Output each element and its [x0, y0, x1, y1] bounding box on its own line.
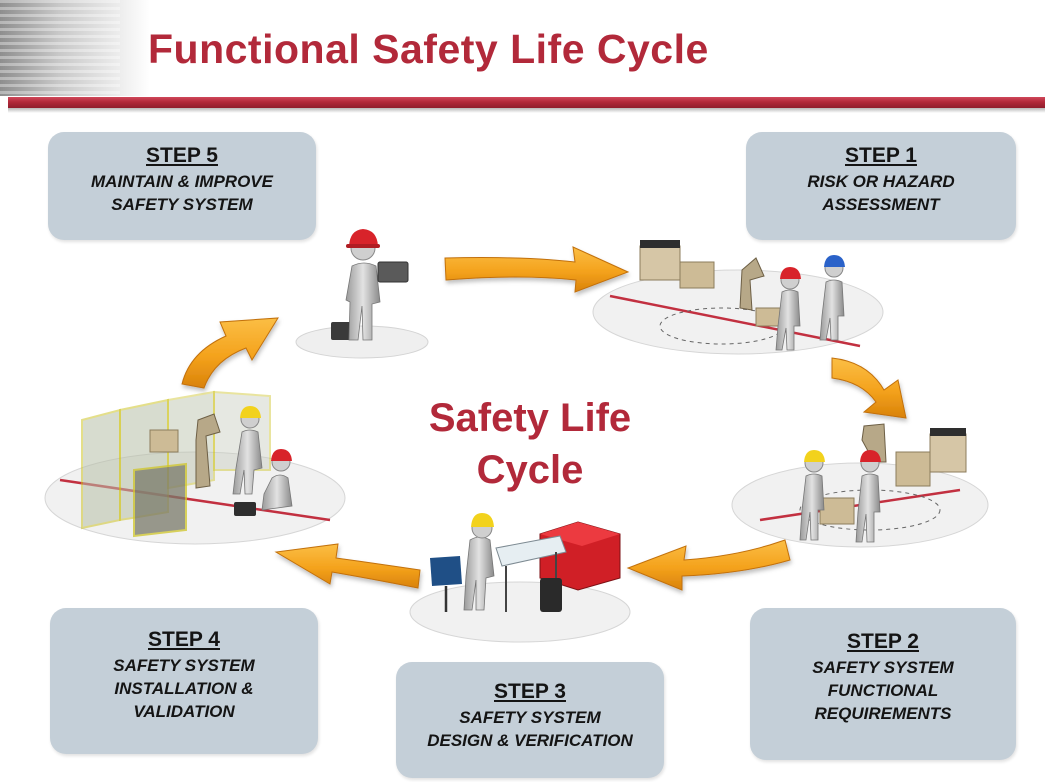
step4-line: SAFETY SYSTEM [113, 656, 255, 675]
center-label-line1: Safety Life [428, 396, 632, 440]
step5-line: MAINTAIN & IMPROVE [91, 172, 273, 191]
illustration-step1 [592, 240, 884, 355]
header-gradient [0, 0, 150, 96]
cycle-center-label: Safety Life Cycle [395, 392, 665, 496]
step1-line: ASSESSMENT [822, 195, 940, 214]
step5-line: SAFETY SYSTEM [111, 195, 253, 214]
step1-line: RISK OR HAZARD [807, 172, 955, 191]
step4-line: INSTALLATION & [114, 679, 254, 698]
header-stripes [0, 0, 120, 96]
illustration-step3 [409, 513, 631, 643]
center-label-line2: Cycle [476, 448, 584, 492]
step2-title: STEP 2 [847, 630, 919, 653]
step1-box: STEP 1 RISK OR HAZARD ASSESSMENT [746, 132, 1016, 240]
step5-box: STEP 5 MAINTAIN & IMPROVE SAFETY SYSTEM [48, 132, 316, 240]
step5-title: STEP 5 [146, 144, 218, 167]
illustration-step4 [44, 390, 346, 545]
step3-title: STEP 3 [494, 680, 566, 703]
step2-box: STEP 2 SAFETY SYSTEM FUNCTIONAL REQUIREM… [750, 608, 1016, 760]
step3-line: SAFETY SYSTEM [459, 708, 601, 727]
arrow-step3-to-step4 [274, 543, 421, 589]
step4-title: STEP 4 [148, 628, 220, 651]
arrow-step5-to-step1 [444, 246, 630, 293]
page-title: Functional Safety Life Cycle [148, 26, 709, 72]
step4-line: VALIDATION [133, 702, 235, 721]
step3-box: STEP 3 SAFETY SYSTEM DESIGN & VERIFICATI… [396, 662, 664, 778]
illustration-step2 [731, 423, 989, 548]
step2-line: FUNCTIONAL [827, 681, 939, 700]
title-rule-shadow [8, 108, 1045, 113]
arrow-step2-to-step3 [626, 539, 791, 591]
arrow-step1-to-step2 [831, 357, 907, 419]
step1-title: STEP 1 [845, 144, 917, 167]
step2-line: SAFETY SYSTEM [812, 658, 954, 677]
title-rule [8, 97, 1045, 108]
step2-line: REQUIREMENTS [814, 704, 952, 723]
step4-box: STEP 4 SAFETY SYSTEM INSTALLATION & VALI… [50, 608, 318, 754]
illustration-step5 [295, 229, 429, 359]
step3-line: DESIGN & VERIFICATION [427, 731, 633, 750]
arrow-step4-to-step5 [181, 317, 279, 389]
